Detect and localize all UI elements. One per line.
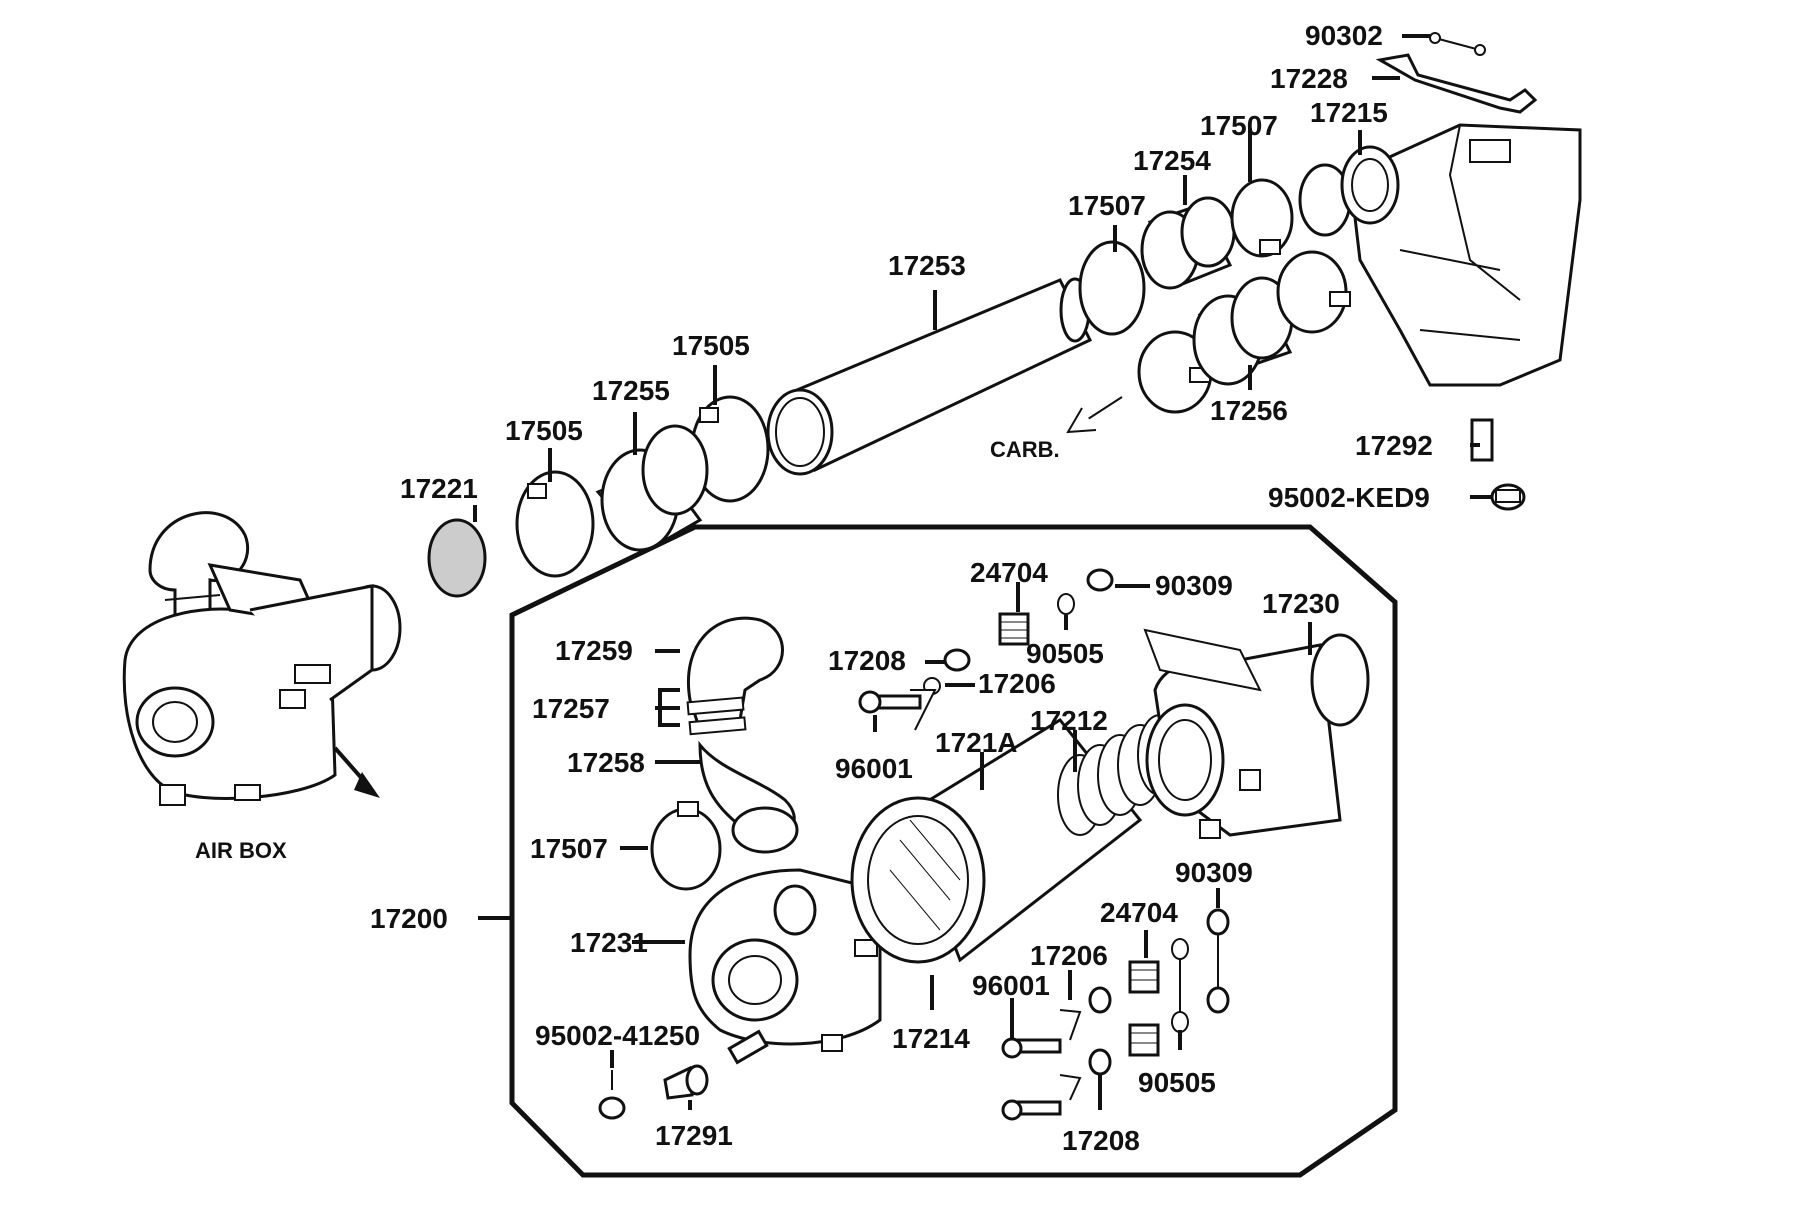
clamp-17505-upper	[690, 395, 770, 503]
screen-17221	[427, 518, 487, 598]
assembly-frame-17200	[509, 524, 1398, 1178]
label-17256: 17256	[1210, 395, 1288, 426]
label-17507-top: 17507	[1200, 110, 1278, 141]
intake-tube-17253	[766, 277, 1093, 476]
label-17505-lower: 17505	[505, 415, 583, 446]
boot-17255	[595, 424, 709, 552]
label-17231: 17231	[570, 927, 648, 958]
air-box-assembly	[122, 511, 402, 806]
label-17208-lower: 17208	[1062, 1125, 1140, 1156]
nut-90309-upper	[1086, 568, 1114, 592]
caption-air-box: AIR BOX	[195, 838, 287, 863]
collar-17208-upper	[943, 648, 971, 672]
bolts-90302	[1429, 32, 1486, 56]
nut-90309-lower	[1206, 908, 1230, 1014]
label-90309-upper: 90309	[1155, 570, 1233, 601]
label-17212: 17212	[1030, 705, 1108, 736]
bolt-96001-upper	[858, 690, 922, 714]
label-17206-upper: 17206	[978, 668, 1056, 699]
label-24704-upper: 24704	[970, 557, 1048, 588]
boot-17254	[1140, 196, 1236, 290]
bracket-17228	[1375, 53, 1538, 114]
label-17259: 17259	[555, 635, 633, 666]
label-95002-ked9: 95002-KED9	[1268, 482, 1430, 513]
clamp-17507-carb-upper	[1230, 178, 1351, 334]
label-17258: 17258	[567, 747, 645, 778]
clamp-95002-ked9	[1490, 483, 1526, 511]
caption-carb: CARB.	[990, 437, 1060, 462]
washer-90505-upper	[1057, 593, 1075, 615]
washer-90505-lower	[1171, 938, 1189, 1033]
clamp-17507-carb-lower	[1078, 240, 1213, 414]
label-24704-lower: 24704	[1100, 897, 1178, 928]
label-17291: 17291	[655, 1120, 733, 1151]
label-96001-lower: 96001	[972, 970, 1050, 1001]
label-17214: 17214	[892, 1023, 970, 1054]
label-1721a: 1721A	[935, 727, 1018, 758]
label-17507-inside: 17507	[530, 833, 608, 864]
part-labels: 90302 17228 17215 17507 17254 17507 1725…	[195, 20, 1433, 1156]
label-95002-41250: 95002-41250	[535, 1020, 700, 1051]
label-17215: 17215	[1310, 97, 1388, 128]
label-17221: 17221	[400, 473, 478, 504]
bolt-96001-lower	[1001, 1037, 1062, 1121]
drain-tube-17292	[1470, 418, 1494, 462]
label-90302: 90302	[1305, 20, 1383, 51]
airbox-housing-17215	[1298, 123, 1582, 387]
cover-17231	[688, 868, 882, 1065]
label-96001-upper: 96001	[835, 753, 913, 784]
label-17507-mid: 17507	[1068, 190, 1146, 221]
clamp-95002-41250	[598, 1070, 626, 1120]
label-17292: 17292	[1355, 430, 1433, 461]
carb-direction-arrow	[1066, 396, 1123, 434]
clip-17206-lower	[1059, 1009, 1082, 1101]
label-17253: 17253	[888, 250, 966, 281]
label-17505-upper: 17505	[672, 330, 750, 361]
label-17208-upper: 17208	[828, 645, 906, 676]
label-17206-lower: 17206	[1030, 940, 1108, 971]
boot-17256	[1192, 276, 1294, 386]
housing-17230	[1143, 628, 1370, 839]
label-90505-upper: 90505	[1026, 638, 1104, 669]
hose-17259	[686, 616, 799, 854]
label-90309-lower: 90309	[1175, 857, 1253, 888]
label-17228: 17228	[1270, 63, 1348, 94]
clamp-17507-inside	[650, 801, 722, 891]
clamp-17505-lower	[515, 470, 595, 578]
label-90505-lower: 90505	[1138, 1067, 1216, 1098]
label-17254: 17254	[1133, 145, 1211, 176]
leader-lines	[473, 34, 1492, 1110]
label-17200: 17200	[370, 903, 448, 934]
spring-17212	[1057, 714, 1183, 836]
plug-17291	[663, 1064, 709, 1100]
label-17257: 17257	[532, 693, 610, 724]
spring-24704-upper	[998, 612, 1030, 646]
label-17230: 17230	[1262, 588, 1340, 619]
label-17255: 17255	[592, 375, 670, 406]
collar-17208-lower	[1088, 986, 1112, 1076]
spring-24704-lower	[1128, 960, 1160, 1057]
